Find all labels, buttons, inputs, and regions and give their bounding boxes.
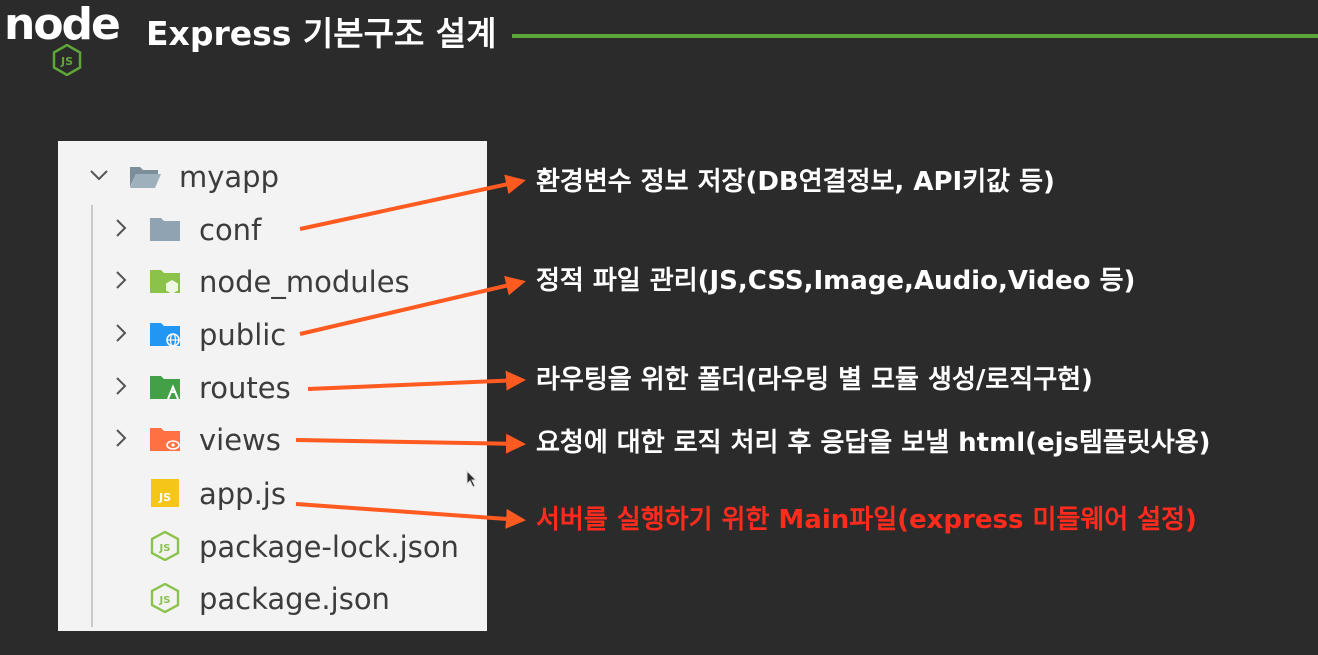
folder-icon [150,218,180,241]
chevron-down-icon[interactable] [88,164,110,186]
logo-wordmark: node [4,0,121,50]
tree-item-label: package-lock.json [199,530,459,564]
tree-item-label: views [199,423,281,457]
annotation-public: 정적 파일 관리(JS,CSS,Image,Audio,Video 등) [536,266,1136,296]
nodejs-logo: node JS [4,2,134,76]
logo-badge-text: JS [60,55,73,68]
tree-item-label: node_modules [199,265,410,299]
chevron-right-icon[interactable] [110,269,132,291]
svg-text:JS: JS [158,491,171,504]
tree-item[interactable]: JS app.js [58,468,487,520]
tree-item[interactable]: JS package.json [58,573,487,625]
tree-item-label: app.js [199,477,286,511]
arrow-public [299,275,526,336]
folder-node-icon [150,270,180,294]
annotation-app: 서버를 실행하기 위한 Main파일(express 미들웨어 설정) [536,505,1197,535]
chevron-right-icon[interactable] [110,217,132,239]
tree-item-root[interactable]: myapp [58,151,487,203]
tree-item[interactable]: conf [58,204,487,256]
mouse-cursor-icon [466,470,478,488]
tree-item-label: public [199,318,287,352]
javascript-file-icon: JS [151,479,179,507]
tree-item[interactable]: node_modules [58,256,487,308]
tree-item-label: package.json [199,582,390,616]
js-hexagon-icon: JS [52,44,82,76]
arrow-routes [307,370,526,391]
chevron-right-icon[interactable] [110,427,132,449]
annotation-conf: 환경변수 정보 저장(DB연결정보, API키값 등) [536,167,1055,197]
folder-open-icon [130,167,161,188]
arrow-views [295,433,526,454]
tree-item-label: myapp [179,160,279,194]
tree-item[interactable]: public [58,309,487,361]
chevron-right-icon[interactable] [110,322,132,344]
tree-indent-guide [91,205,93,627]
page-title: Express 기본구조 설계 [146,14,497,53]
svg-text:JS: JS [159,543,171,554]
tree-item[interactable]: routes [58,362,487,414]
tree-item[interactable]: JS package-lock.json [58,521,487,573]
annotation-routes: 라우팅을 위한 폴더(라우팅 별 모듈 생성/로직구현) [536,365,1093,395]
tree-item-label: routes [199,371,291,405]
title-underline [512,34,1318,38]
arrow-conf [299,174,526,231]
nodejs-file-icon: JS [150,531,180,561]
tree-item-label: conf [199,213,262,247]
annotation-views: 요청에 대한 로직 처리 후 응답을 보낼 html(ejs템플릿사용) [536,428,1211,458]
tree-item[interactable]: views [58,414,487,466]
nodejs-file-icon: JS [150,583,180,613]
folder-views-icon [150,428,180,451]
folder-routes-icon [150,376,180,400]
arrow-app [295,502,526,529]
folder-public-icon [150,323,180,347]
svg-text:JS: JS [159,595,171,606]
chevron-right-icon[interactable] [110,375,132,397]
